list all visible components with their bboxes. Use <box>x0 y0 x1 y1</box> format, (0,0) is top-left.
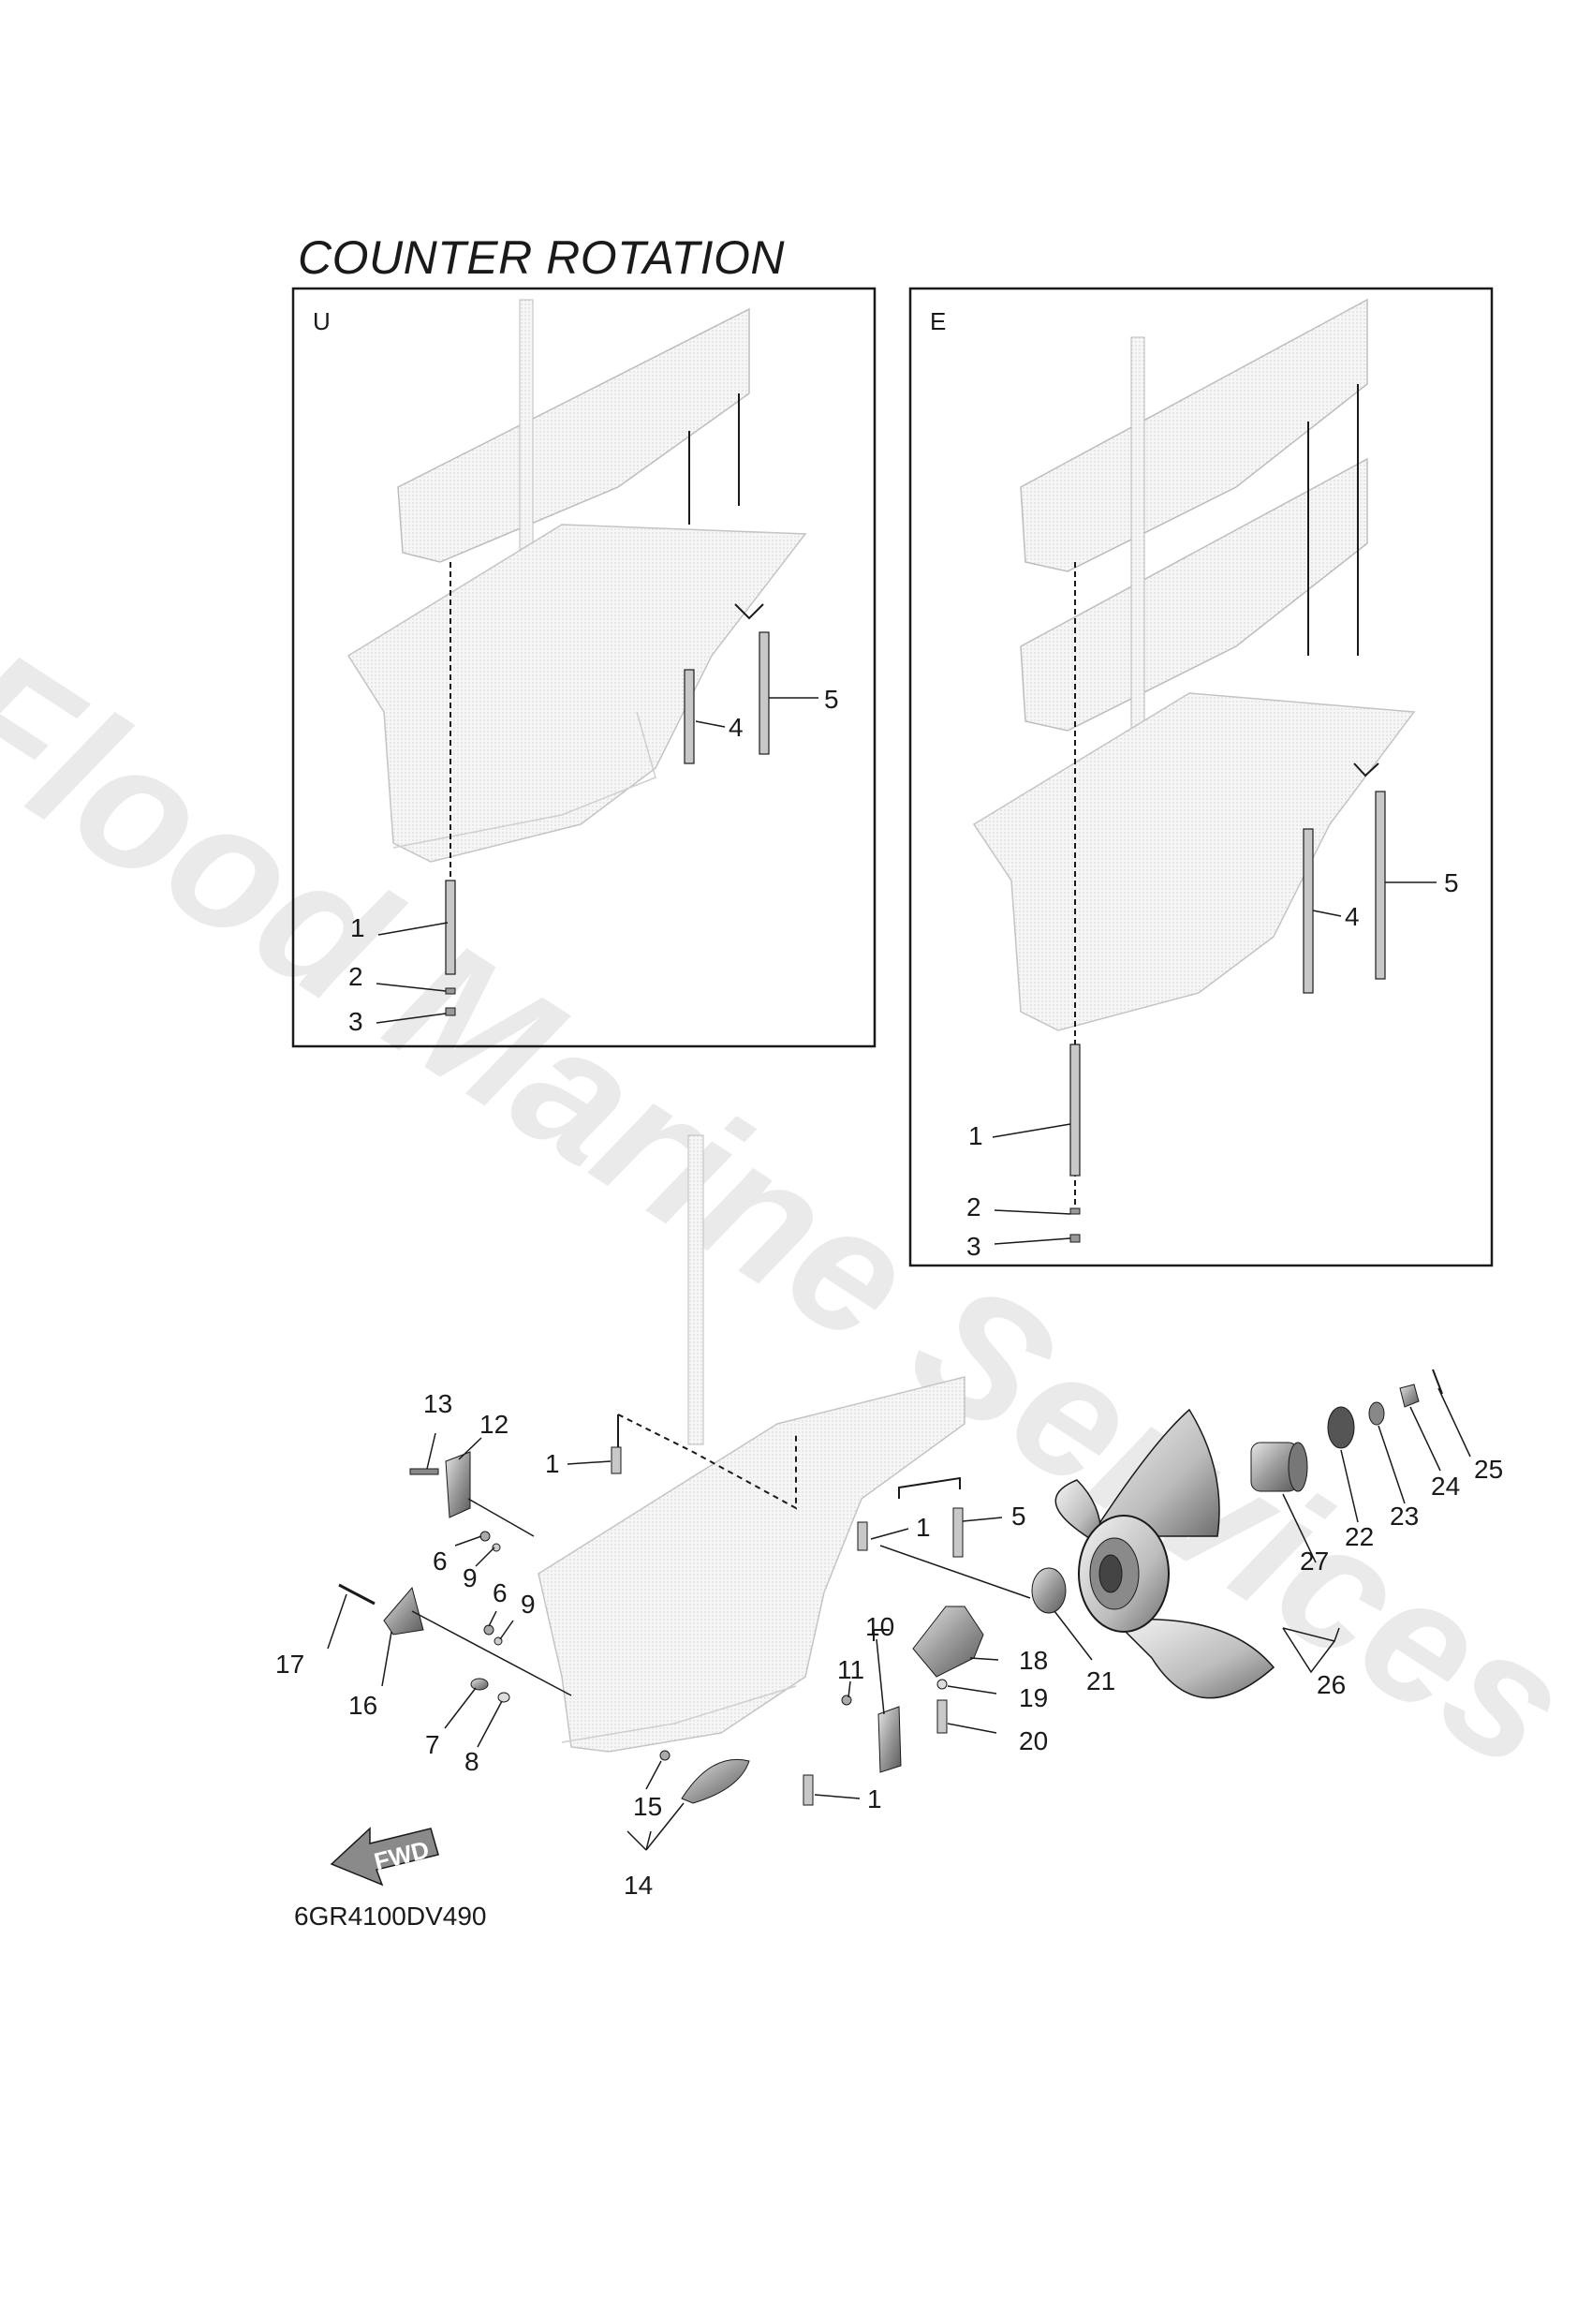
main-callout-11: 11 <box>837 1655 864 1684</box>
inset-e-callout-5: 5 <box>1444 868 1459 897</box>
diagram-title: COUNTER ROTATION <box>298 231 786 284</box>
inset-e-lower-casing <box>972 692 1416 1031</box>
main-callout-17: 17 <box>275 1650 304 1679</box>
inset-e-bolt-5 <box>1375 791 1386 980</box>
inset-u-callout-3: 3 <box>348 1007 363 1036</box>
inset-u-callout-2: 2 <box>348 962 363 991</box>
main-anode-10 <box>877 1706 902 1773</box>
main-callout-20: 20 <box>1019 1726 1048 1755</box>
main-callout-14: 14 <box>624 1871 653 1900</box>
main-callout-1a: 1 <box>545 1449 560 1478</box>
main-assembly: FWD <box>275 1134 1503 1900</box>
main-callout-7: 7 <box>425 1730 440 1759</box>
main-washer-23 <box>1368 1401 1385 1426</box>
inset-e-spacer-plate-lower <box>1020 457 1368 732</box>
inset-e-callout-3: 3 <box>966 1232 981 1261</box>
main-plug-7 <box>470 1678 489 1691</box>
main-nut-24 <box>1399 1384 1420 1408</box>
main-callout-6b: 6 <box>493 1578 508 1607</box>
main-callout-26: 26 <box>1317 1670 1346 1699</box>
inset-u: 1 2 3 4 5 <box>291 287 877 1048</box>
inset-e-label: E <box>930 307 947 335</box>
main-callout-24: 24 <box>1431 1472 1460 1501</box>
main-bolt-13 <box>409 1468 439 1475</box>
fwd-arrow-icon: FWD <box>330 1827 439 1887</box>
inset-e: 1 2 3 4 5 <box>908 287 1494 1267</box>
main-screw-15 <box>659 1750 671 1761</box>
inset-e-callout-1: 1 <box>968 1121 983 1150</box>
main-screw-11 <box>841 1695 852 1706</box>
main-anode-12 <box>445 1451 471 1518</box>
main-callout-1c: 1 <box>867 1784 882 1813</box>
main-callout-15: 15 <box>633 1792 662 1821</box>
main-propeller-26 <box>1054 1408 1275 1699</box>
main-callout-21: 21 <box>1086 1666 1115 1695</box>
main-callout-19: 19 <box>1019 1683 1048 1712</box>
inset-u-callout-1: 1 <box>350 913 365 942</box>
main-bolt-1c <box>803 1774 814 1806</box>
main-callout-18: 18 <box>1019 1646 1048 1675</box>
main-thrust-washer-21 <box>1031 1567 1067 1614</box>
main-washer-9a <box>492 1543 501 1552</box>
inset-u-bolt-4 <box>684 669 695 764</box>
main-lower-casing <box>538 1376 965 1753</box>
main-callout-5: 5 <box>1011 1502 1026 1531</box>
main-anode-18 <box>912 1606 984 1678</box>
inset-e-driveshaft <box>1130 336 1145 732</box>
inset-u-nut <box>445 1007 456 1016</box>
inset-u-callout-5: 5 <box>824 685 839 714</box>
main-cap-14 <box>681 1758 750 1804</box>
inset-u-lower-casing <box>346 524 807 863</box>
main-screw-6b <box>483 1624 494 1636</box>
inset-u-bolt-5 <box>759 631 770 755</box>
main-callout-8: 8 <box>464 1747 479 1776</box>
main-anode-16 <box>383 1586 424 1636</box>
main-callout-13: 13 <box>423 1389 452 1418</box>
inset-u-label: U <box>313 307 331 335</box>
inset-e-callout-4: 4 <box>1345 902 1360 931</box>
main-callout-23: 23 <box>1390 1502 1419 1531</box>
diagram-code: 6GR4100DV490 <box>294 1902 487 1931</box>
main-callout-1b: 1 <box>916 1513 931 1542</box>
inset-e-nut <box>1069 1234 1081 1243</box>
main-callout-6a: 6 <box>433 1547 448 1576</box>
inset-u-driveshaft <box>519 299 534 563</box>
inset-e-bolt-4 <box>1303 828 1314 994</box>
main-callout-27: 27 <box>1300 1547 1329 1576</box>
inset-u-spacer-plate <box>397 307 750 563</box>
main-washer-22 <box>1327 1406 1355 1449</box>
inset-e-stud-bolt <box>1069 1044 1081 1177</box>
main-callout-12: 12 <box>479 1410 508 1439</box>
inset-u-stud-bolt <box>445 880 456 975</box>
inset-u-washer <box>445 987 456 995</box>
main-callout-9a: 9 <box>463 1563 478 1592</box>
main-bolt-5 <box>952 1507 964 1558</box>
callout-leaders <box>327 1387 1471 1851</box>
main-screw-6a <box>479 1531 491 1542</box>
inset-e-spacer-plate-upper <box>1020 298 1368 572</box>
main-spacer-27 <box>1250 1442 1308 1492</box>
main-cotter-pin-25 <box>1432 1369 1443 1395</box>
main-bolt-1b <box>857 1521 868 1551</box>
inset-e-frame <box>908 287 1494 1267</box>
main-callout-9b: 9 <box>521 1590 536 1619</box>
main-driveshaft <box>687 1134 704 1445</box>
main-gasket-8 <box>497 1692 510 1703</box>
main-bolt-1a <box>611 1446 622 1474</box>
inset-e-washer <box>1069 1207 1081 1215</box>
main-callout-10: 10 <box>865 1612 894 1641</box>
main-callout-22: 22 <box>1345 1522 1374 1551</box>
main-callout-25: 25 <box>1474 1455 1503 1484</box>
inset-u-frame <box>291 287 877 1048</box>
inset-e-callout-2: 2 <box>966 1192 981 1221</box>
main-bolt-20 <box>936 1699 948 1734</box>
main-washer-19 <box>936 1679 948 1690</box>
main-callout-16: 16 <box>348 1691 377 1720</box>
inset-u-callout-4: 4 <box>729 713 744 742</box>
